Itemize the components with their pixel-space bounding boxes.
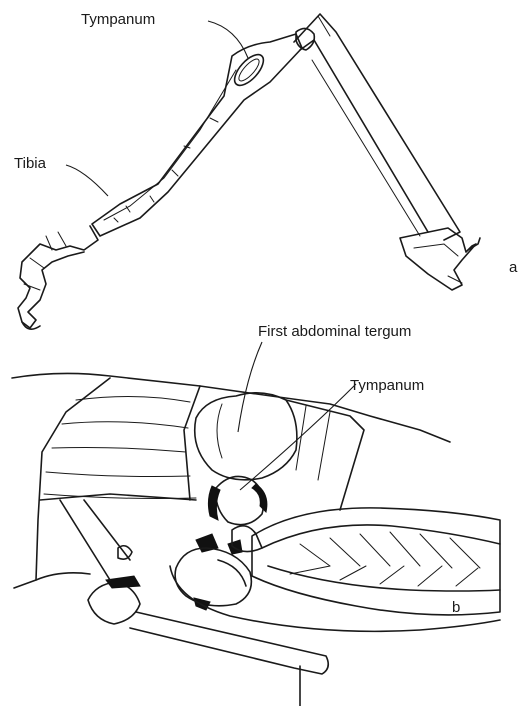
- tympanum-a-leader-line: [208, 21, 248, 58]
- panel-a-foreleg-drawing: [18, 14, 480, 329]
- tarsus: [18, 226, 98, 329]
- tibia-leader-line: [66, 165, 108, 196]
- first-abdominal-tergum: [195, 393, 364, 510]
- tympanum-a-label: Tympanum: [81, 11, 155, 28]
- hind-leg-base: [60, 500, 328, 706]
- panel-b-label: b: [452, 599, 460, 616]
- thorax-region: [12, 373, 450, 588]
- panel-b-abdomen-drawing: [12, 342, 500, 706]
- first-abdominal-tergum-label: First abdominal tergum: [258, 323, 411, 340]
- tympanum-b-label: Tympanum: [350, 377, 424, 394]
- abdomen-segments: [36, 508, 500, 632]
- tibia-segment: [92, 34, 302, 236]
- first-abdominal-tergum-leader-line: [238, 342, 262, 432]
- femur: [294, 14, 480, 290]
- panel-a-label: a: [509, 259, 518, 276]
- tibia-label: Tibia: [14, 155, 47, 172]
